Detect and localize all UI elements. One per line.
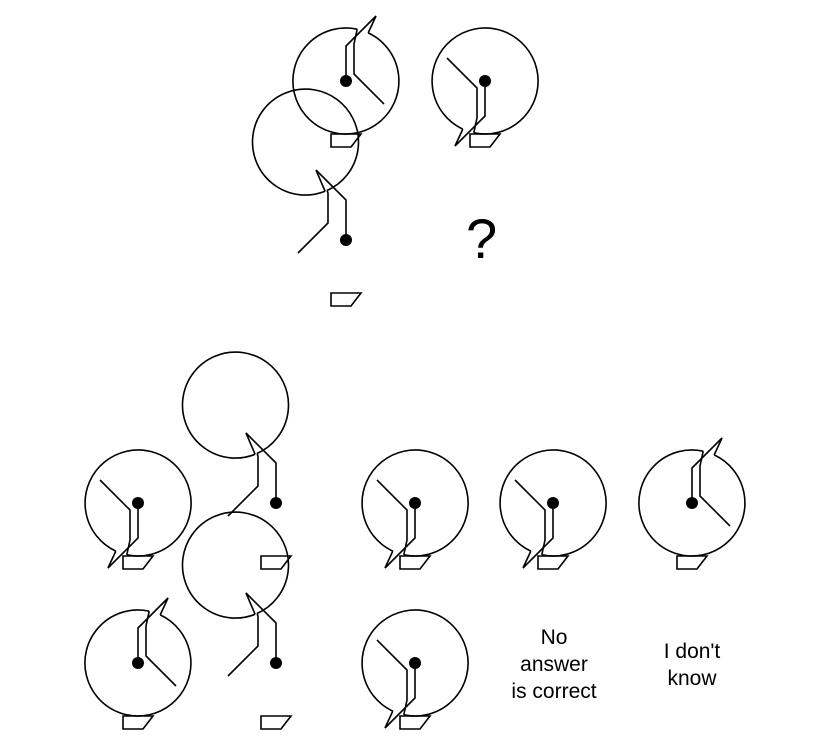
arm-a-line [227,453,259,517]
pivot-dot [686,497,698,509]
option-no-answer[interactable]: No answer is correct [504,624,604,705]
dial-rim [84,609,192,717]
option-no-answer-line: No [540,626,568,649]
option-no-answer-line: is correct [511,680,597,703]
missing-cell-question-mark: ? [466,207,498,270]
pivot-dot [479,75,491,87]
stand-shape [330,133,363,148]
stand-shape [399,715,432,730]
arm-b-line [315,169,347,240]
stand-shape [260,715,293,730]
option-figure-o2[interactable] [181,351,293,570]
arm-b-line [137,597,169,663]
stand-shape [676,555,709,570]
stand-shape [330,292,363,307]
option-dont-know-line: know [667,667,717,690]
dial-body [361,449,469,569]
option-figure-o1[interactable] [84,449,192,570]
pivot-dot [340,234,352,246]
arm-b-line [245,592,277,663]
pivot-dot [132,497,144,509]
dial-body [251,88,360,254]
matrix-figure-m2 [431,27,539,148]
dial-rim [499,449,607,557]
arm-b-line [691,437,723,503]
dial-body [84,449,192,569]
stand-shape [469,133,502,148]
dial-body [84,597,192,717]
dial-body [181,351,290,517]
stand-shape [122,715,155,730]
dial-rim [181,351,290,459]
dial-rim [361,609,469,717]
answer-options [84,351,746,730]
arm-b-line [384,503,416,569]
dial-body [292,15,400,135]
stand-shape [537,555,570,570]
dial-rim [361,449,469,557]
option-figure-o4[interactable] [499,449,607,570]
dial-body [638,437,746,557]
pivot-dot [409,657,421,669]
stand-shape [399,555,432,570]
pivot-dot [132,657,144,669]
matrix-grid [251,15,539,307]
dial-rim [181,511,290,619]
arm-b-line [384,663,416,729]
option-figure-o8[interactable] [361,609,469,730]
pivot-dot [270,497,282,509]
dial-body [361,609,469,729]
dial-rim [292,27,400,135]
dial-rim [84,449,192,557]
option-dont-know[interactable]: I don't know [642,638,742,692]
pivot-dot [547,497,559,509]
dial-rim [431,27,539,135]
arm-b-line [345,15,377,81]
pivot-dot [340,75,352,87]
option-figure-o6[interactable] [84,597,192,730]
pivot-dot [409,497,421,509]
option-figure-o7[interactable] [181,511,293,730]
dial-rim [251,88,360,196]
dial-rim [638,449,746,557]
arm-b-line [107,503,139,569]
option-no-answer-line: answer [520,653,588,676]
matrix-figure-m1 [292,15,400,148]
option-dont-know-line: I don't [663,640,721,663]
dial-body [499,449,607,569]
option-figure-o5[interactable] [638,437,746,570]
stand-shape [260,555,293,570]
matrix-figure-m3 [251,88,363,307]
arm-a-line [227,613,259,677]
arm-b-line [454,81,486,147]
pivot-dot [270,657,282,669]
stand-shape [122,555,155,570]
arm-b-line [522,503,554,569]
option-figure-o3[interactable] [361,449,469,570]
dial-body [431,27,539,147]
dial-body [181,511,290,677]
arm-a-line [297,190,329,254]
arm-b-line [245,432,277,503]
